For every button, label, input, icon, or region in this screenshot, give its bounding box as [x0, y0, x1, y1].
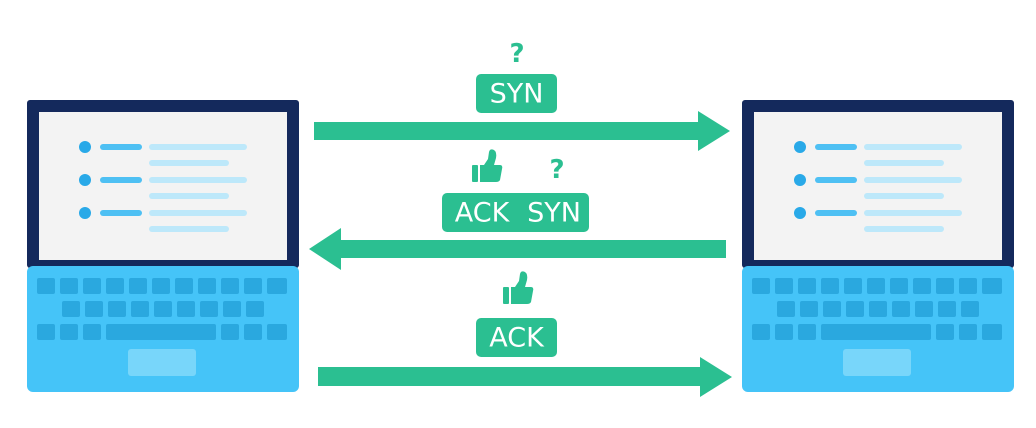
syn-label: SYN: [490, 79, 544, 110]
client-laptop-icon: [27, 100, 299, 392]
message-ack-syn: ? ACK SYN: [309, 149, 726, 270]
arrow-right-icon: [318, 357, 732, 397]
message-ack: ACK: [318, 271, 732, 397]
ack-syn-pill: [442, 193, 589, 232]
syn-label: SYN: [527, 198, 581, 229]
arrow-right-icon: [314, 111, 730, 151]
question-mark-icon: ?: [549, 155, 564, 185]
syn-pill: [476, 74, 557, 113]
ack-label: ACK: [455, 198, 511, 229]
message-syn: ? SYN: [314, 39, 730, 151]
ack-label: ACK: [489, 323, 545, 354]
thumbs-up-icon: [472, 149, 503, 182]
question-mark-icon: ?: [509, 39, 524, 69]
ack-pill: [476, 318, 557, 357]
thumbs-up-icon: [503, 271, 534, 304]
server-laptop-icon: [742, 100, 1014, 392]
arrow-left-icon: [309, 228, 726, 270]
